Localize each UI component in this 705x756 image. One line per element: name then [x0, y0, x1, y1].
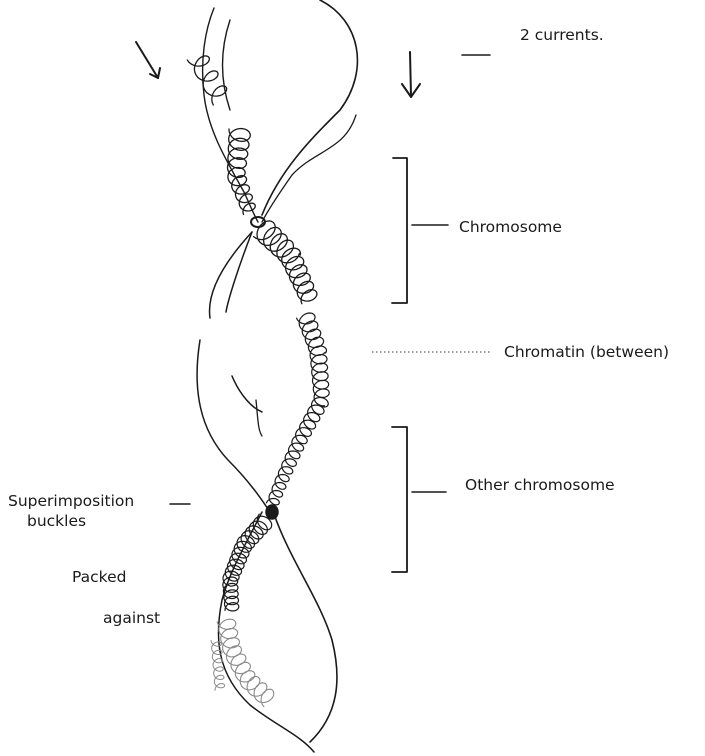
- other-chromosome-bracket: [392, 427, 407, 572]
- faint-packed-loops: [211, 619, 274, 707]
- current-arrow-left: [136, 42, 160, 78]
- chromosome-label: Chromosome: [459, 218, 562, 237]
- packed-label: Packed: [72, 568, 126, 587]
- buckles-label: buckles: [27, 512, 86, 531]
- coiled-chromatin: [187, 56, 329, 611]
- chromatin-label: Chromatin (between): [504, 343, 669, 362]
- chromosome-bracket: [392, 158, 407, 303]
- current-arrow-down: [402, 52, 420, 97]
- two-currents-label: 2 currents.: [520, 26, 604, 45]
- superimposition-label: Superimposition: [8, 492, 134, 511]
- other-chromosome-label: Other chromosome: [465, 476, 615, 495]
- lower-crossing-knot: [266, 505, 278, 519]
- against-label: against: [103, 609, 160, 628]
